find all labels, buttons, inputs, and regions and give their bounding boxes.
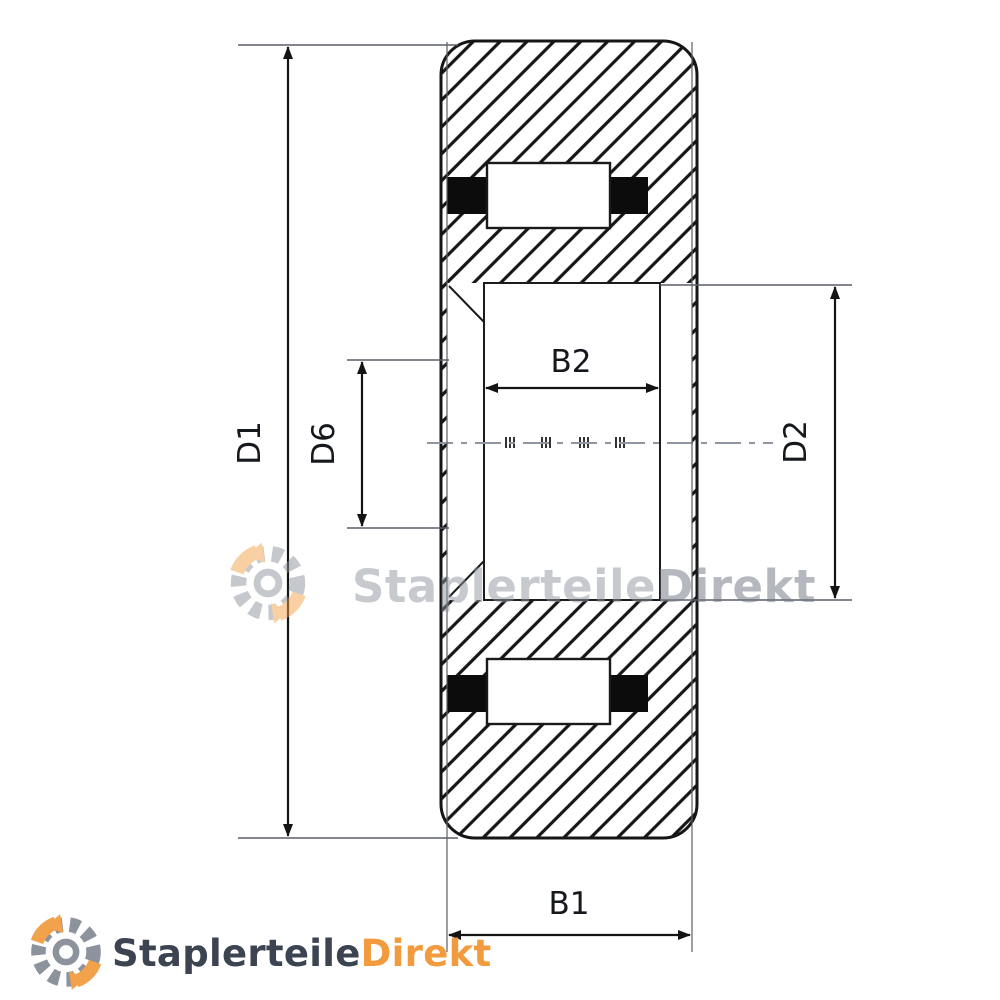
bore-chamfer-bottom-left (448, 560, 485, 598)
bearing-bottom (447, 657, 648, 726)
watermark-logo: StaplerteileDirekt (237, 543, 816, 624)
footer-brand-accent: Direkt (361, 932, 492, 975)
dimension-label-d2: D2 (778, 420, 814, 464)
bearing-bottom-seal-left (447, 675, 487, 712)
footer-brand-primary: Staplerteile (112, 932, 361, 975)
watermark-brand-primary: Staplerteile (352, 560, 656, 613)
bearing-bottom-seal-right (610, 675, 648, 712)
bearing-top (447, 161, 648, 230)
footer-gear-icon (37, 914, 95, 989)
bearing-bottom-race (485, 657, 612, 726)
footer-brand-logo: StaplerteileDirekt (37, 914, 492, 989)
dimension-label-b1: B1 (549, 886, 590, 922)
dimension-label-d6: D6 (306, 422, 342, 466)
watermark-brand-accent: Direkt (656, 560, 816, 613)
bearing-top-seal-left (447, 177, 487, 214)
watermark-gear-icon (237, 543, 299, 624)
dimension-lines (283, 46, 840, 940)
bore-chamfer-top-left (448, 285, 485, 323)
watermark-brand-text: StaplerteileDirekt (352, 560, 816, 613)
dimension-label-d1: D1 (232, 421, 268, 465)
bearing-top-race (485, 161, 612, 230)
wheel-cross-section (439, 39, 699, 840)
bearing-top-seal-right (610, 177, 648, 214)
dimension-label-b2: B2 (551, 344, 592, 380)
footer-brand-text: StaplerteileDirekt (112, 932, 492, 975)
extension-lines (238, 42, 852, 952)
